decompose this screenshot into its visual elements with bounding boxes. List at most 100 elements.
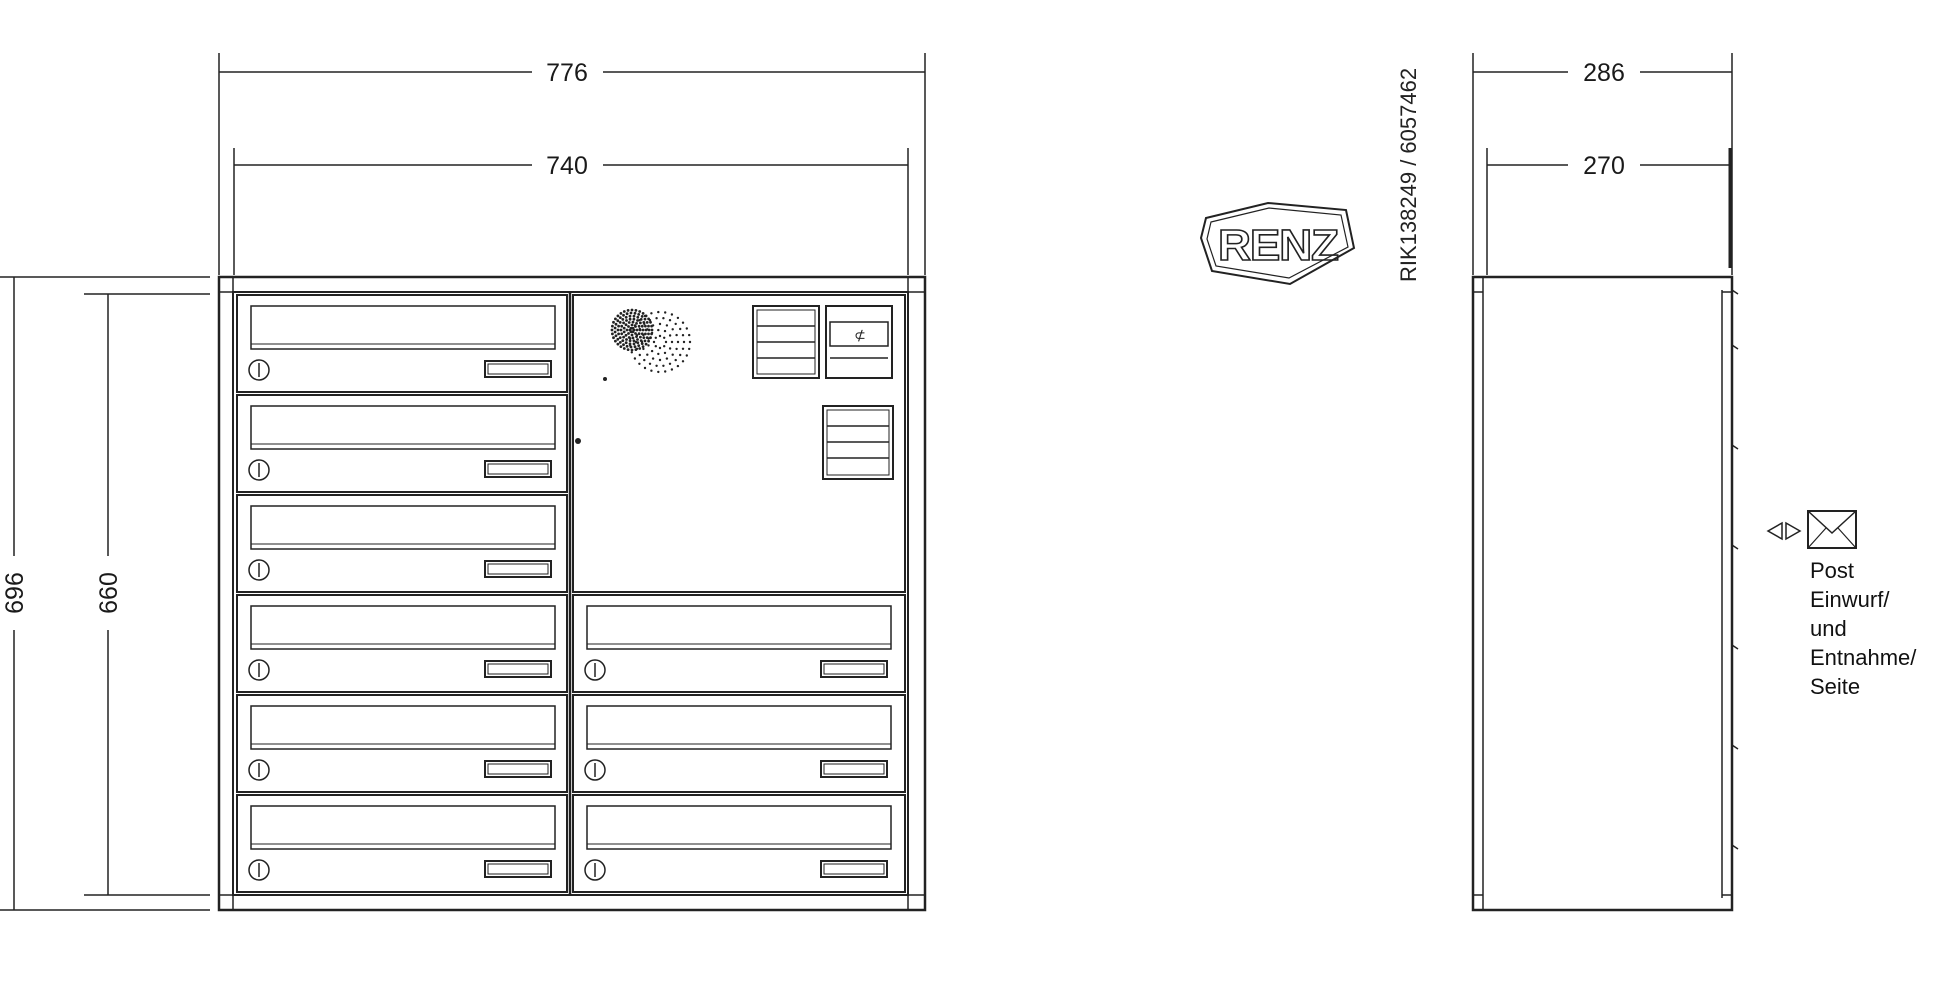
speaker-dot <box>647 324 650 328</box>
mailbox-door[interactable] <box>236 394 568 493</box>
speaker-dot <box>655 317 658 320</box>
speaker-dot <box>650 328 654 332</box>
speaker-dot <box>665 324 669 327</box>
speaker-dot <box>674 358 677 362</box>
speaker-dot <box>675 347 678 351</box>
speaker-dot <box>617 324 620 328</box>
speaker-dot <box>648 362 652 365</box>
intercom-panel: ⊄ <box>572 294 906 593</box>
dimension-660-label: 660 <box>95 572 123 614</box>
speaker-dot <box>630 323 634 327</box>
speaker-dot <box>617 332 620 336</box>
speaker-dot <box>654 345 657 348</box>
lock-icon <box>584 859 606 881</box>
speaker-dot <box>614 322 618 326</box>
speaker-dot <box>619 312 623 315</box>
speaker-dot <box>664 311 667 314</box>
right-mailbox-column <box>572 594 906 893</box>
speaker-dot <box>614 317 617 321</box>
speaker-dot <box>663 329 667 333</box>
speaker-dot <box>657 328 660 332</box>
speaker-dot <box>625 319 628 322</box>
speaker-dot <box>685 354 688 357</box>
left-mailbox-column <box>236 294 568 893</box>
speaker-dot <box>662 364 665 367</box>
speaker-dot <box>628 314 632 318</box>
speaker-dot <box>622 343 625 347</box>
speaker-dot <box>631 326 635 330</box>
speaker-dot <box>622 330 626 334</box>
speaker-dot <box>635 347 639 350</box>
speaker-dot <box>627 332 630 335</box>
side-housing <box>1471 275 1739 912</box>
speaker-dot <box>670 368 674 371</box>
speaker-dot <box>668 347 672 350</box>
lock-icon <box>248 659 270 681</box>
speaker-dot <box>658 322 662 326</box>
button-module-lower[interactable] <box>822 405 894 480</box>
speaker-dot <box>637 324 641 328</box>
speaker-dot <box>632 317 636 321</box>
speaker-dot <box>663 345 666 348</box>
speaker-dot <box>638 327 641 331</box>
door-hinge-dot <box>575 438 581 444</box>
speaker-dot <box>674 322 677 326</box>
speaker-dot <box>616 314 620 318</box>
speaker-dot <box>641 345 645 348</box>
speaker-dot <box>616 328 620 332</box>
mailbox-door[interactable] <box>236 794 568 893</box>
speaker-dot <box>626 309 630 312</box>
mailbox-door[interactable] <box>236 594 568 693</box>
speaker-dot <box>638 362 641 365</box>
speaker-dot <box>632 342 636 346</box>
speaker-dot <box>610 328 614 332</box>
speaker-dot <box>616 342 620 346</box>
speaker-dot <box>612 336 615 340</box>
speaker-dot <box>647 339 650 343</box>
dimension-height-outer: 696 <box>0 276 210 911</box>
speaker-dot <box>612 320 615 324</box>
speaker-dot <box>622 310 626 313</box>
mailbox-door[interactable] <box>572 794 906 893</box>
speaker-dot <box>643 314 647 318</box>
mailbox-door[interactable] <box>236 694 568 793</box>
speaker-dot <box>630 308 634 312</box>
post-label-line: Seite <box>1810 674 1860 699</box>
speaker-dot <box>621 339 625 342</box>
mailbox-door[interactable] <box>572 694 906 793</box>
speaker-dot <box>622 326 626 330</box>
speaker-dot <box>628 317 632 321</box>
speaker-dot <box>620 324 624 328</box>
mailbox-door[interactable] <box>236 494 568 593</box>
speaker-dot <box>688 340 692 344</box>
speaker-dot <box>643 339 647 343</box>
mailbox-door[interactable] <box>236 294 568 393</box>
speaker-dot <box>676 364 680 368</box>
speaker-dot <box>629 337 632 340</box>
speaker-dot <box>632 314 636 318</box>
speaker-dot <box>657 310 660 314</box>
speaker-dot <box>633 345 637 349</box>
bell-button-module[interactable] <box>752 305 820 379</box>
speaker-dot <box>644 342 648 346</box>
speaker-dot <box>643 322 646 326</box>
speaker-dot <box>622 321 625 325</box>
speaker-dot <box>649 336 652 340</box>
speaker-dot <box>632 339 636 343</box>
speaker-dot <box>611 332 614 336</box>
speaker-dot <box>629 326 633 330</box>
post-label-line: und <box>1810 616 1847 641</box>
mailbox-door[interactable] <box>572 594 906 693</box>
speaker-dot <box>646 353 649 356</box>
speaker-dot <box>626 348 630 351</box>
side-view: 286 270 <box>1471 53 1917 912</box>
speaker-dot <box>618 316 622 319</box>
speaker-dot <box>664 370 667 373</box>
speaker-dot <box>635 322 638 325</box>
speaker-dot <box>657 352 660 356</box>
speaker-dot <box>635 334 639 337</box>
speaker-dot <box>614 339 617 343</box>
speaker-dot <box>688 333 691 337</box>
speaker-dot <box>624 323 628 327</box>
speaker-dot <box>671 353 674 356</box>
